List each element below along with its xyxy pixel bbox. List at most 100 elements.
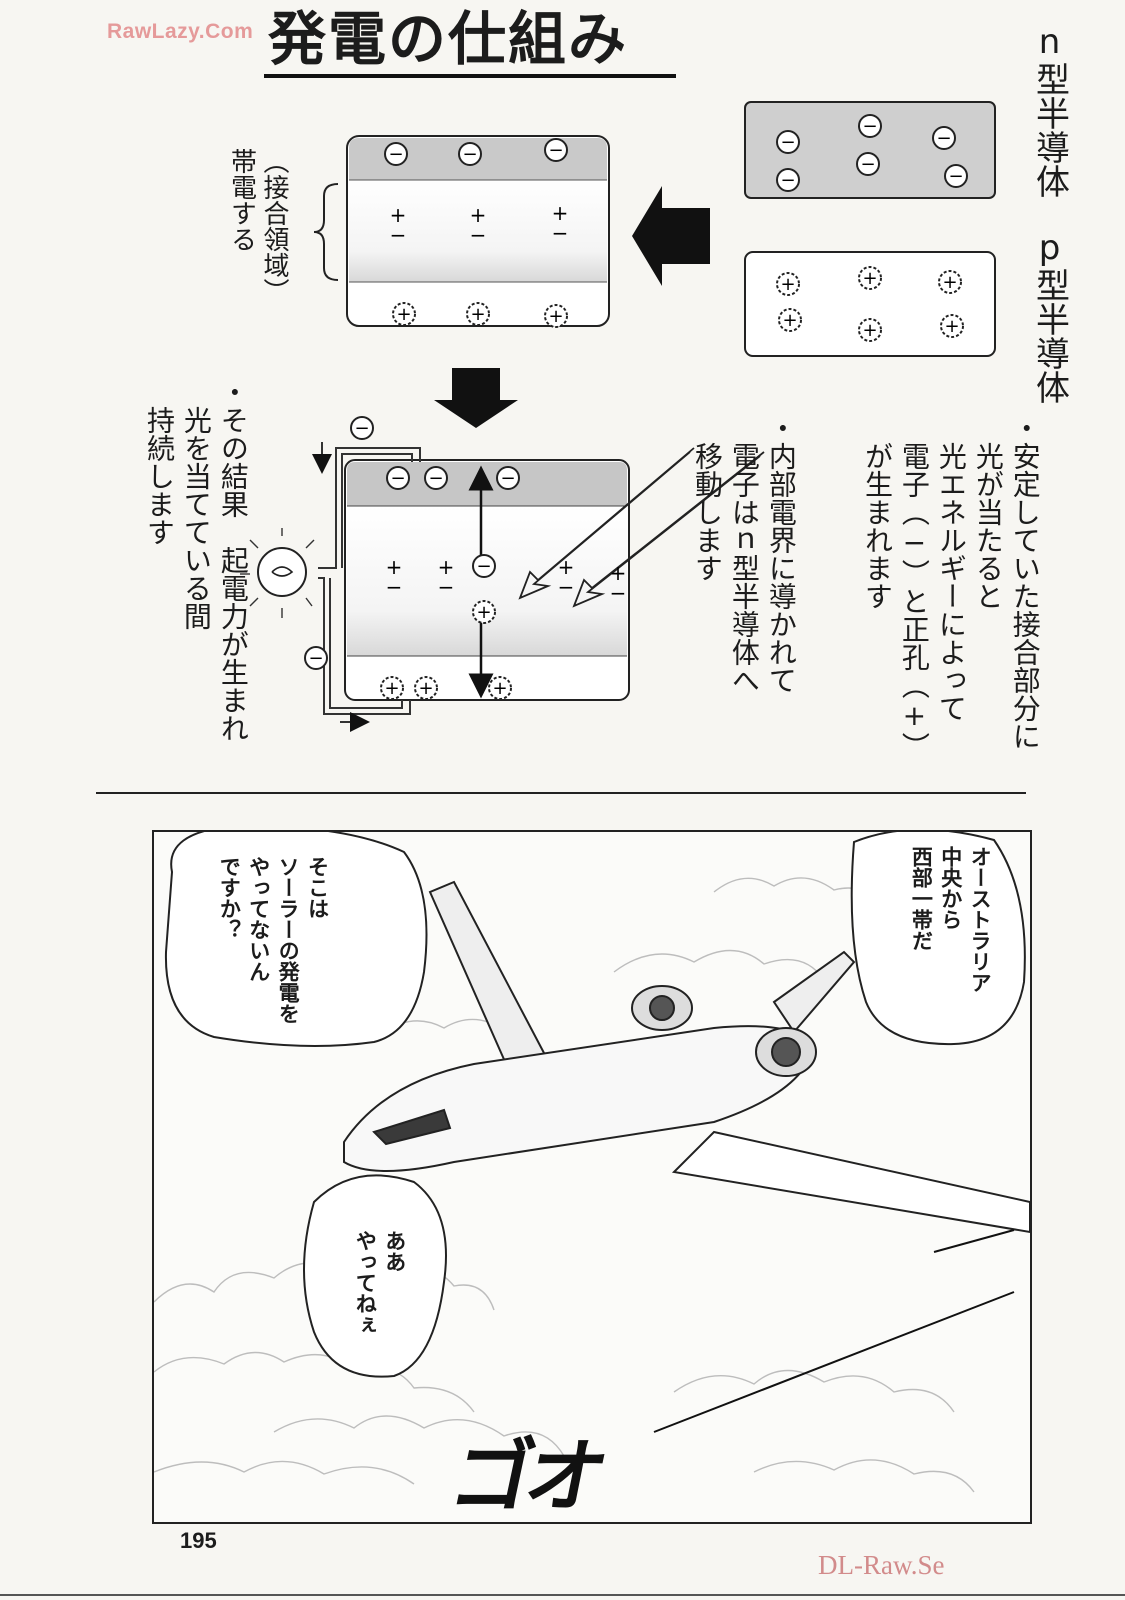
combined-block [346,135,610,327]
hole-mark: + [472,600,496,624]
speech-text-left: そこは ソーラーの発電を やってないん ですか？ [217,856,330,1024]
note-electromotive-force: ・その結果 起電力が生まれ 光を当てている間 持続します [142,378,250,742]
svg-text:+: + [470,203,487,227]
speed-lines [653,1229,1015,1433]
svg-text:+: + [862,320,877,341]
junction-label: （接合領域） 帯電する [226,148,290,304]
note-electron-movement: ・内部電界に導かれて 電子はｎ型半導体へ 移動します [690,414,798,694]
page-number: 195 [180,1528,217,1553]
watermark-top: RawLazy.Com [107,20,254,43]
n-type-block [744,101,996,199]
hole-mark: + [858,266,882,290]
svg-text:−: − [948,166,963,187]
svg-text:−: − [780,170,795,191]
charge-pair: +− [610,561,627,605]
svg-text:−: − [428,468,443,489]
svg-text:+: + [548,306,563,327]
hole-mark: + [776,272,800,296]
svg-text:−: − [476,556,491,577]
svg-text:−: − [548,140,563,161]
hole-mark: + [380,676,404,700]
svg-text:+: + [862,268,877,289]
svg-text:+: + [492,678,507,699]
electron-mark: − [350,416,374,440]
hole-mark: + [392,302,416,326]
light-arrows [518,447,765,608]
electron-mark: − [944,164,968,188]
svg-text:−: − [388,144,403,165]
light-bulb-icon [240,528,315,618]
junction-brace [313,183,339,281]
svg-text:−: − [610,581,627,605]
charge-pair: +− [386,555,403,599]
jet-airplane [343,880,1030,1234]
electron-mark: − [304,646,328,670]
svg-text:−: − [780,132,795,153]
speech-bubble-left [164,832,428,1047]
svg-text:−: − [390,468,405,489]
electron-mark: − [458,142,482,166]
watermark-bottom: DL-Raw.Se [818,1550,945,1580]
electron-mark: − [384,142,408,166]
svg-text:−: − [354,418,369,439]
section-divider [96,792,1026,794]
electron-mark: − [424,466,448,490]
svg-text:−: − [500,468,515,489]
hole-mark: + [488,676,512,700]
speech-bubble-bottom [303,1174,447,1378]
svg-text:+: + [384,678,399,699]
svg-text:+: + [944,316,959,337]
svg-text:−: − [936,128,951,149]
combine-arrow-icon [632,186,710,286]
semiconductor-diagram: −−−−−−++++++−−−++++−+−+−−−−−+++++−+−+−+−… [240,101,996,732]
title-underline [264,74,676,78]
electron-mark: − [776,168,800,192]
hole-mark: + [938,270,962,294]
page-title: 発電の仕組み [268,5,629,73]
svg-text:−: − [470,223,487,247]
svg-text:+: + [396,304,411,325]
charge-pair: +− [470,203,487,247]
speech-bubble-right [850,832,1026,1046]
svg-text:−: − [438,575,455,599]
electron-mark: − [386,466,410,490]
operation-block [344,459,630,701]
hole-mark: + [858,318,882,342]
svg-text:−: − [862,116,877,137]
electron-mark: − [496,466,520,490]
svg-text:−: − [860,154,875,175]
speech-text-right: オーストラリア 中央から 西部一帯だ [909,846,993,993]
hole-mark: + [466,302,490,326]
svg-text:+: + [552,201,569,225]
svg-text:−: − [558,575,575,599]
electron-mark: − [856,152,880,176]
electron-mark: − [858,114,882,138]
n-type-label: n型半導体 [1029,22,1070,198]
svg-text:+: + [476,602,491,623]
charge-pair: +− [438,555,455,599]
circuit-wires [312,442,421,732]
hole-mark: + [778,308,802,332]
svg-text:+: + [780,274,795,295]
speech-text-bottom: ああ やってねぇ [353,1230,407,1335]
svg-text:+: + [438,555,455,579]
svg-text:+: + [610,561,627,585]
svg-text:+: + [386,555,403,579]
comic-panel: そこは ソーラーの発電を やってないん ですか？ オーストラリア 中央から 西部… [152,830,1032,1524]
p-type-label: p型半導体 [1029,228,1070,404]
svg-text:+: + [558,555,575,579]
hole-mark: + [544,304,568,328]
svg-text:−: − [462,144,477,165]
electron-mark: − [472,554,496,578]
electron-mark: − [544,138,568,162]
panel-artwork [154,832,1030,1493]
bottom-rule [0,1594,1125,1596]
hole-mark: + [414,676,438,700]
svg-text:+: + [390,203,407,227]
svg-text:+: + [470,304,485,325]
electron-mark: − [932,126,956,150]
charge-marks: −−−−−−++++++−−−++++−+−+−−−−−+++++−+−+−+−… [304,114,968,700]
down-arrow-icon [434,368,518,428]
svg-text:+: + [942,272,957,293]
hole-mark: + [940,314,964,338]
